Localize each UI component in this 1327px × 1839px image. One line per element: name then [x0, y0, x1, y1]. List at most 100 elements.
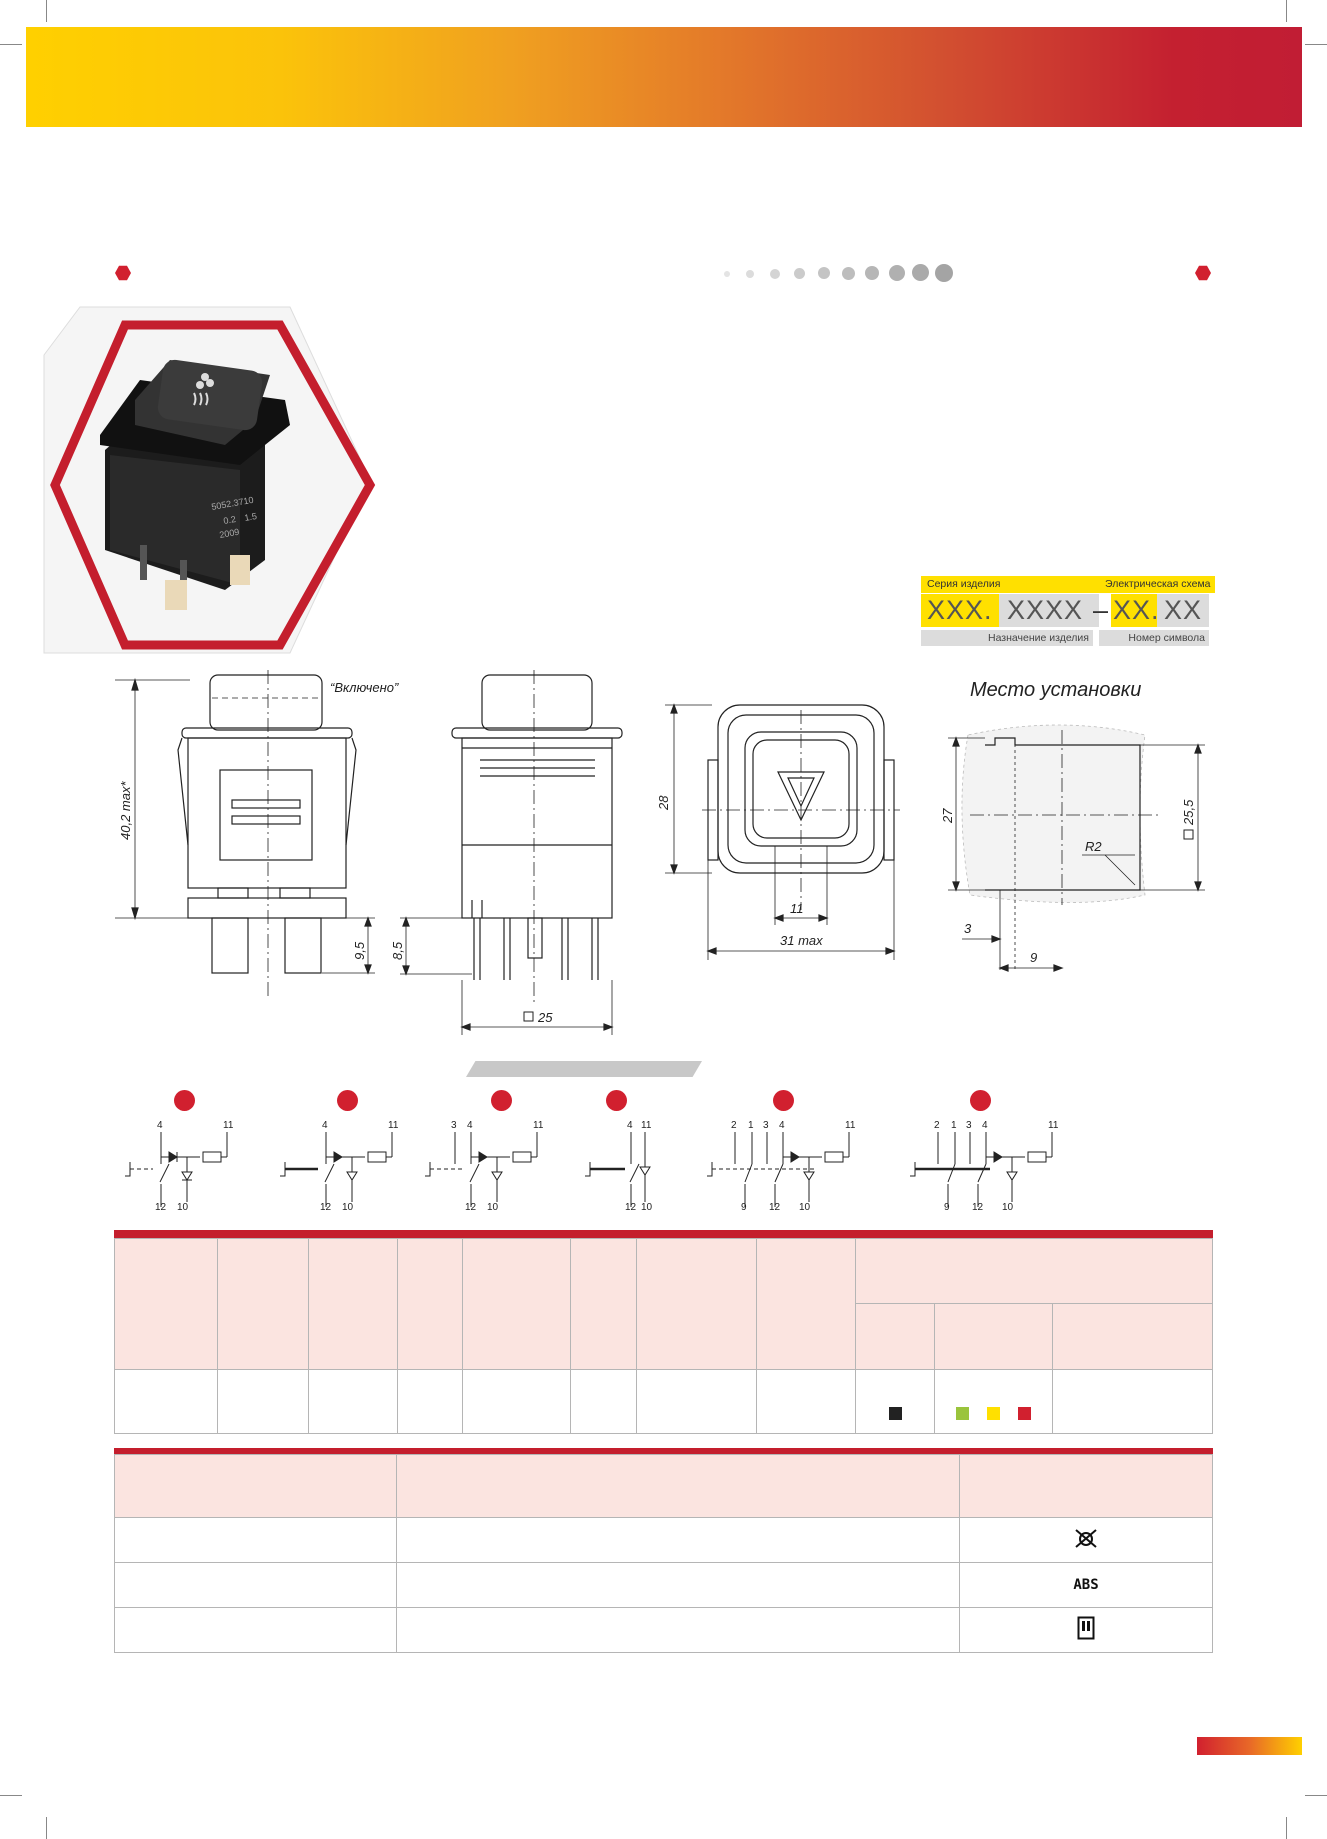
top-view: 28 11 31 max — [656, 703, 900, 960]
crop-mark — [1305, 1795, 1327, 1796]
pin-label: 12 — [155, 1202, 167, 1210]
symbol-cell — [114, 1607, 397, 1653]
dim-width: 31 max — [780, 933, 823, 948]
section-marker-left — [115, 265, 131, 281]
schematic-marker — [337, 1090, 358, 1111]
spec-cell — [217, 1369, 309, 1434]
schematic-marker — [970, 1090, 991, 1111]
symbol-cell — [114, 1517, 397, 1563]
symbol-icon-cell: ABS — [959, 1562, 1213, 1608]
spec-cell — [114, 1369, 218, 1434]
led-label: 10 — [1002, 1202, 1014, 1210]
crop-mark — [1286, 1817, 1287, 1839]
footer-bar — [1197, 1737, 1302, 1755]
pin-label: 11 — [223, 1120, 234, 1131]
pin-label: 9 — [944, 1202, 950, 1210]
install-view: Место установки 27 25,5 R2 3 9 — [940, 679, 1205, 972]
symbol-table-bar — [114, 1448, 1213, 1454]
spec-header-cell — [462, 1238, 571, 1370]
spec-cell — [1052, 1369, 1213, 1434]
schematic-5: 2 1 3 4 11 9 12 10 — [707, 1120, 856, 1210]
spec-header-cell — [308, 1238, 398, 1370]
dim-pins-left: 9,5 — [352, 941, 367, 960]
pin-label: 4 — [779, 1120, 785, 1131]
symbol-header-cell — [114, 1454, 397, 1518]
pin-label: 12 — [625, 1202, 637, 1210]
pin-label: 3 — [763, 1120, 769, 1131]
schematic-marker — [174, 1090, 195, 1111]
photo-label: 0.2 — [223, 514, 237, 526]
dim-3: 3 — [964, 921, 972, 936]
symbol-icon-cell — [959, 1607, 1213, 1653]
heater-fan-icon — [193, 373, 214, 406]
spec-cell — [308, 1369, 398, 1434]
pin-label: 11 — [533, 1120, 544, 1131]
pin-label: 1 — [748, 1120, 754, 1131]
pin-label: 4 — [627, 1120, 633, 1131]
spec-header-cell — [114, 1238, 218, 1370]
crop-mark — [1305, 44, 1327, 45]
pin-label: 12 — [320, 1202, 332, 1210]
spec-header-cell — [756, 1238, 856, 1370]
pin-label: 11 — [641, 1120, 652, 1131]
dim-inner: 11 — [790, 901, 804, 916]
body-color-cell — [855, 1369, 935, 1434]
schematic-marker — [606, 1090, 627, 1111]
pin-label: 1 — [951, 1120, 957, 1131]
header-banner — [26, 27, 1302, 127]
symbol-cell — [396, 1517, 960, 1563]
section-divider — [466, 1061, 702, 1077]
technical-drawing: “Включено” 40,2 max* 9,5 — [115, 670, 1205, 1035]
code-series: XXX. — [921, 594, 999, 627]
pin-label: 3 — [451, 1120, 457, 1131]
scheme-label: Электрическая схема — [1099, 576, 1215, 593]
led-label: 10 — [487, 1202, 499, 1210]
code-dash: – — [1092, 595, 1110, 625]
spec-cell — [462, 1369, 571, 1434]
dim-27: 27 — [940, 808, 955, 824]
photo-label: 2009 — [219, 527, 240, 540]
lamp-crossed-icon — [1075, 1528, 1097, 1548]
dim-square: 25 — [537, 1010, 553, 1025]
spec-header-cell — [397, 1238, 463, 1370]
series-label: Серия изделия — [921, 576, 1099, 593]
spec-header-cell — [636, 1238, 757, 1370]
symbol-header-cell — [396, 1454, 960, 1518]
spec-cell — [570, 1369, 637, 1434]
code-scheme: XX. — [1111, 594, 1160, 627]
dim-height: 40,2 max* — [118, 781, 133, 840]
spec-header-cell — [855, 1303, 935, 1370]
pin-label: 4 — [467, 1120, 473, 1131]
schematic-6: 2 1 3 4 11 9 12 10 — [910, 1120, 1059, 1210]
spec-table-bar — [114, 1230, 1213, 1238]
door-icon — [1077, 1616, 1095, 1639]
pin-label: 11 — [388, 1120, 399, 1131]
pin-label: 4 — [982, 1120, 988, 1131]
install-title: Место установки — [970, 679, 1141, 701]
purpose-label: Назначение изделия — [921, 630, 1093, 646]
spec-header-cell — [217, 1238, 309, 1370]
dim-25-5: 25,5 — [1181, 799, 1196, 826]
spec-header-cell — [1052, 1303, 1213, 1370]
crop-mark — [46, 1817, 47, 1839]
dim-pins-right: 8,5 — [390, 941, 405, 960]
led-color-cell — [934, 1369, 1053, 1434]
color-swatch-green — [955, 1407, 969, 1420]
symbol-table: ABS — [114, 1454, 1213, 1653]
spec-header-cell — [855, 1238, 1213, 1304]
section-marker-right — [1195, 265, 1211, 281]
product-photo: 5052.3710 0.2 1.5 2009 — [43, 306, 376, 654]
code-purpose: XXXX — [999, 594, 1099, 627]
schematic-1: 4 11 12 10 — [125, 1120, 234, 1210]
symbol-cell — [396, 1562, 960, 1608]
crop-mark — [0, 1795, 22, 1796]
color-swatch-black — [888, 1407, 902, 1420]
symbol-icon-cell — [959, 1517, 1213, 1563]
spec-cell — [756, 1369, 856, 1434]
spec-header-cell — [570, 1238, 637, 1370]
pin-label: 2 — [934, 1120, 940, 1131]
front-view: “Включено” 40,2 max* 9,5 — [115, 670, 399, 1000]
spec-cell — [636, 1369, 757, 1434]
schematic-3: 3 4 11 12 10 — [425, 1120, 544, 1210]
side-view: 8,5 25 — [390, 670, 623, 1035]
